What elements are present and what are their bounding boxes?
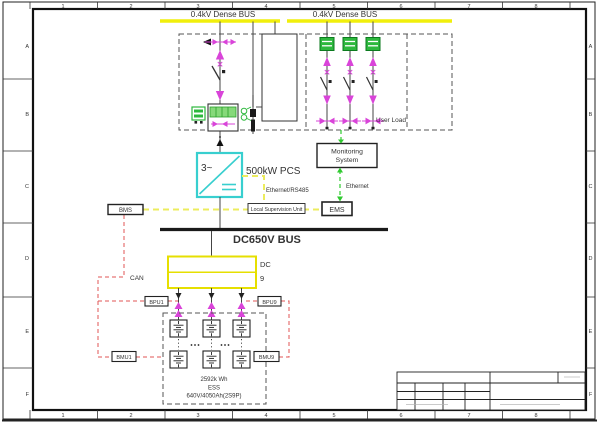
zone-number: 8 [534, 413, 537, 419]
can-links [97, 215, 290, 358]
battery-bank: 2592k Wh ESS 640V/4050Ah(2S9P) BMU1 BMU9 [111, 312, 280, 405]
zone-letter: F [589, 392, 593, 398]
breaker-up-arrow [215, 50, 225, 60]
dc-cabinet-label-2: 9 [260, 274, 264, 283]
incomer-feeder [191, 21, 262, 153]
zone-number: 2 [129, 413, 132, 419]
bpu9-label: BPU9 [262, 300, 276, 306]
bmu1-label: BMU1 [116, 355, 131, 361]
zone-number: 4 [264, 4, 267, 10]
zone-number: 3 [196, 413, 199, 419]
monitoring-system-box [316, 142, 378, 169]
ethernet-rs485-label: Ethernet/RS485 [266, 188, 309, 194]
monitoring-label-2: System [336, 157, 359, 164]
dc-bus-section: DC650V BUS [160, 227, 388, 257]
zone-letter: E [589, 329, 593, 335]
bmu1-box [111, 350, 137, 363]
title-block [396, 371, 586, 411]
title-block-faint-text [406, 376, 580, 405]
zone-letter: D [589, 256, 593, 262]
user-load-feeders: User Load [315, 20, 406, 131]
communications: Ethernet/RS485 CAN BMS Local Supervision… [97, 130, 378, 358]
zone-number: 6 [399, 413, 402, 419]
breaker-down-arrow [215, 91, 225, 101]
zone-letter: C [589, 184, 593, 190]
can-label: CAN [130, 275, 144, 282]
zone-number: 7 [467, 4, 470, 10]
bpu1-box [144, 295, 169, 307]
zone-letter: D [25, 256, 29, 262]
bpu1-label: BPU1 [149, 300, 163, 306]
zone-number: 5 [332, 4, 335, 10]
zone-letter: B [25, 112, 29, 118]
bpu9-box [257, 295, 282, 307]
zone-letters-right: A B C D E F [589, 44, 593, 398]
user-load-label: User Load [376, 117, 406, 124]
coupling-cabinet [261, 21, 298, 122]
zone-letter: B [589, 112, 593, 118]
dc-bus-label: DC650V BUS [233, 234, 301, 246]
zone-numbers-bottom: 1 2 3 4 5 6 7 8 [61, 413, 537, 419]
zone-number: 1 [61, 4, 64, 10]
zone-letters-left: A B C D E F [25, 44, 30, 398]
ess-rating-label: 640V/4050Ah(2S9P) [186, 394, 241, 400]
bpu-row: BPU1 BPU9 [144, 295, 282, 307]
breaker-switch-blade [211, 65, 221, 81]
zone-letter: A [25, 44, 29, 50]
zone-number: 4 [264, 413, 267, 419]
meter-box [191, 106, 206, 124]
ac-bus-left-label: 0.4kV Dense BUS [191, 10, 255, 19]
ethernet-links: Ethernet [337, 130, 369, 202]
ac-bus-right-label: 0.4kV Dense BUS [313, 10, 377, 19]
bmu9-label: BMU9 [259, 355, 274, 361]
zone-letter: C [25, 184, 29, 190]
zone-number: 5 [332, 413, 335, 419]
dc-combiner-cabinet: DC 9 [167, 255, 271, 320]
ems-label: EMS [329, 207, 345, 214]
pcs-ac-symbol: 3~ [201, 163, 213, 174]
lsu-box [247, 203, 306, 214]
switchgear-lineup: User Load [178, 20, 453, 153]
pcs-label: 500kW PCS [246, 166, 301, 177]
ct-instrument-cluster [240, 95, 262, 134]
zone-numbers-top: 1 2 3 4 5 6 7 8 [61, 4, 537, 10]
zone-number: 8 [534, 4, 537, 10]
zone-number: 6 [399, 4, 402, 10]
zone-number: 7 [467, 413, 470, 419]
zone-letter: F [26, 392, 30, 398]
pcs-inlet-arrow [216, 139, 224, 146]
pcs-converter: 3~ 500kW PCS [195, 136, 301, 229]
zone-letter: E [25, 329, 29, 335]
acb-drawer [207, 103, 239, 132]
zone-letter: A [589, 44, 593, 50]
monitoring-label-1: Monitoring [331, 149, 363, 156]
bms-box [107, 203, 144, 216]
zone-number: 1 [61, 413, 64, 419]
bms-label: BMS [119, 208, 132, 214]
dc-cabinet-label-1: DC [260, 260, 271, 269]
ethernet-label: Ethernet [346, 184, 369, 190]
ess-name-label: ESS [208, 386, 220, 392]
zone-number: 3 [196, 4, 199, 10]
dc-strings [174, 288, 246, 320]
lsu-label: Local Supervision Unit [251, 207, 303, 213]
ac-bus-section: 0.4kV Dense BUS 0.4kV Dense BUS [160, 10, 452, 23]
ems-box [321, 201, 353, 217]
ess-capacity-label: 2592k Wh [200, 377, 227, 383]
zone-number: 2 [129, 4, 132, 10]
bmu9-box [253, 350, 280, 363]
ellipsis-dots [190, 344, 230, 346]
